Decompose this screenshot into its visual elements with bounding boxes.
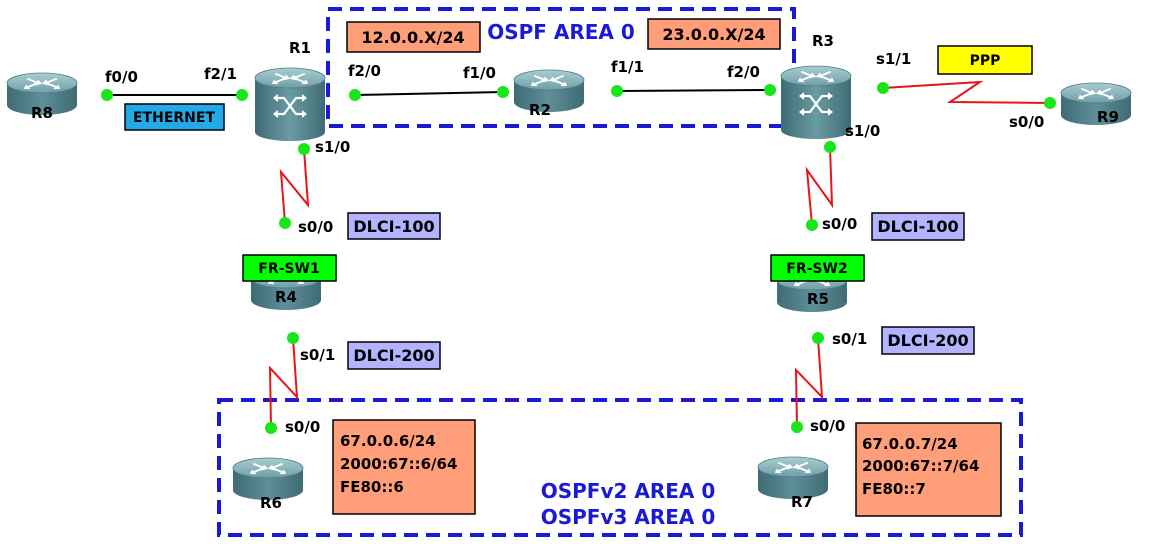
ppp-badge: PPP bbox=[937, 45, 1033, 75]
ethernet-label: ETHERNET bbox=[133, 110, 215, 126]
subnet-r2-r3-label: 23.0.0.X/24 bbox=[662, 25, 765, 44]
interface-dot bbox=[287, 332, 299, 344]
router-r4[interactable]: R4 bbox=[250, 267, 322, 311]
fr-sw2-badge: FR-SW2 bbox=[770, 254, 865, 282]
interface-dot bbox=[265, 422, 277, 434]
interface-dot bbox=[349, 89, 361, 101]
interface-label-r1-f2/1: f2/1 bbox=[204, 65, 237, 83]
interface-label-r6-s0/0: s0/0 bbox=[285, 418, 320, 436]
dlci-r5-bottom-badge: DLCI-200 bbox=[881, 326, 975, 355]
interface-label-r5-s0/1: s0/1 bbox=[832, 330, 867, 348]
interface-label-r5-s0/0: s0/0 bbox=[822, 215, 857, 233]
interface-labels: f0/0 f2/1 f2/0 s1/0 f1/0 f1/1 f2/0 s1/1 … bbox=[105, 50, 1044, 436]
ipv6-link-local-address: FE80::6 bbox=[340, 478, 404, 496]
dlci-label: DLCI-100 bbox=[877, 217, 958, 236]
fr-sw1-label: FR-SW1 bbox=[258, 261, 319, 277]
router-name: R1 bbox=[289, 39, 311, 57]
fr-sw1-badge: FR-SW1 bbox=[242, 254, 337, 282]
dlci-r5-top-badge: DLCI-100 bbox=[871, 212, 965, 241]
r6-address-box: 67.0.0.6/24 2000:67::6/64 FE80::6 bbox=[332, 419, 476, 515]
link-r1-r2 bbox=[354, 91, 504, 96]
interface-dot bbox=[497, 86, 509, 98]
ethernet-badge: ETHERNET bbox=[124, 103, 225, 131]
interface-dot bbox=[791, 421, 803, 433]
interface-dot bbox=[236, 89, 248, 101]
link-r3-r9-serial bbox=[882, 80, 1051, 104]
interface-dot bbox=[812, 332, 824, 344]
router-r3[interactable]: R3 bbox=[779, 32, 853, 141]
router-name: R4 bbox=[275, 288, 297, 306]
interface-dot bbox=[824, 141, 836, 153]
router-name: R3 bbox=[812, 32, 834, 50]
interface-dot bbox=[1044, 97, 1056, 109]
interface-label-r4-s0/1: s0/1 bbox=[300, 346, 335, 364]
ipv6-global-address: 2000:67::7/64 bbox=[862, 457, 979, 475]
link-r3-r5-serial bbox=[805, 146, 834, 226]
ospf-area0-top-title: OSPF AREA 0 bbox=[487, 20, 635, 44]
link-r2-r3 bbox=[616, 89, 771, 92]
dlci-label: DLCI-200 bbox=[353, 346, 434, 365]
interface-label-r4-s0/0: s0/0 bbox=[298, 218, 333, 236]
dlci-r4-bottom-badge: DLCI-200 bbox=[347, 341, 441, 370]
interface-label-r3-s1/0: s1/0 bbox=[845, 122, 880, 140]
ipv4-address: 67.0.0.7/24 bbox=[862, 435, 958, 453]
subnet-r1-r2-label: 12.0.0.X/24 bbox=[361, 28, 464, 47]
interface-label-r9-s0/0: s0/0 bbox=[1009, 113, 1044, 131]
dlci-label: DLCI-100 bbox=[353, 217, 434, 236]
r7-address-box: 67.0.0.7/24 2000:67::7/64 FE80::7 bbox=[855, 422, 1002, 517]
router-r2[interactable]: R2 bbox=[513, 69, 585, 119]
link-r5-r7-serial bbox=[794, 337, 824, 428]
subnet-r2-r3-badge: 23.0.0.X/24 bbox=[647, 18, 781, 50]
ipv6-global-address: 2000:67::6/64 bbox=[340, 455, 457, 473]
interface-label-r2-f1/1: f1/1 bbox=[611, 58, 644, 76]
router-name: R8 bbox=[31, 104, 53, 122]
interface-label-r1-f2/0: f2/0 bbox=[348, 62, 381, 80]
links bbox=[107, 80, 1051, 429]
ospfv3-area0-title: OSPFv3 AREA 0 bbox=[541, 505, 716, 529]
interface-label-r7-s0/0: s0/0 bbox=[810, 417, 845, 435]
interface-dot bbox=[806, 219, 818, 231]
interface-label-r2-f1/0: f1/0 bbox=[463, 64, 496, 82]
subnet-r1-r2-badge: 12.0.0.X/24 bbox=[346, 21, 481, 53]
interface-dot bbox=[298, 143, 310, 155]
interface-dot bbox=[611, 85, 623, 97]
ospf-area0-bottom-border bbox=[217, 398, 1023, 537]
interface-dot bbox=[764, 84, 776, 96]
fr-sw2-label: FR-SW2 bbox=[786, 261, 847, 277]
dlci-r4-top-badge: DLCI-100 bbox=[347, 212, 441, 240]
ppp-label: PPP bbox=[970, 53, 1001, 69]
interface-label-r3-f2/0: f2/0 bbox=[727, 63, 760, 81]
router-r8[interactable]: R8 bbox=[6, 72, 78, 122]
router-r1[interactable]: R1 bbox=[253, 39, 327, 143]
link-r1-r4-serial bbox=[279, 148, 310, 224]
router-name: R6 bbox=[260, 494, 282, 512]
router-name: R5 bbox=[807, 290, 829, 308]
router-r7[interactable]: R7 bbox=[757, 456, 829, 511]
interface-label-r3-s1/1: s1/1 bbox=[876, 50, 911, 68]
interface-dots bbox=[101, 82, 1056, 434]
router-r5[interactable]: R5 bbox=[776, 269, 848, 313]
ospf-area0-top-border bbox=[326, 7, 796, 128]
interface-dot bbox=[101, 89, 113, 101]
router-name: R7 bbox=[791, 493, 813, 511]
ospfv2-area0-title: OSPFv2 AREA 0 bbox=[541, 479, 716, 503]
dlci-label: DLCI-200 bbox=[887, 331, 968, 350]
interface-label-r8-f0/0: f0/0 bbox=[105, 68, 138, 86]
interface-dot bbox=[279, 217, 291, 229]
router-r9[interactable]: R9 bbox=[1060, 82, 1132, 126]
ipv4-address: 67.0.0.6/24 bbox=[340, 432, 436, 450]
interface-dot bbox=[877, 82, 889, 94]
interface-label-r1-s1/0: s1/0 bbox=[315, 138, 350, 156]
router-r6[interactable]: R6 bbox=[232, 457, 304, 512]
ipv6-link-local-address: FE80::7 bbox=[862, 480, 926, 498]
router-name: R9 bbox=[1097, 108, 1119, 126]
link-r4-r6-serial bbox=[268, 337, 299, 429]
router-name: R2 bbox=[529, 101, 551, 119]
